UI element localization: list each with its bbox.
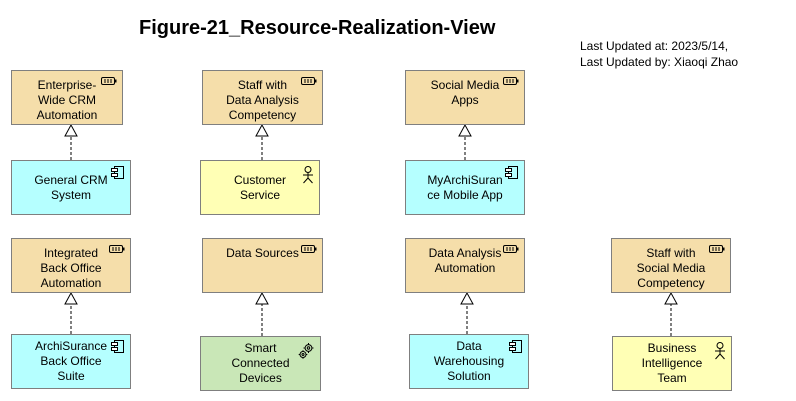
capability-node[interactable]: Integrated Back Office Automation	[11, 238, 131, 293]
node-label: Smart Connected Devices	[231, 341, 290, 385]
last-updated-date: Last Updated at: 2023/5/14,	[580, 39, 729, 53]
component-icon	[111, 166, 124, 179]
gear-icon	[298, 343, 314, 359]
node-label: Enterprise- Wide CRM Automation	[36, 78, 98, 122]
capability-icon	[101, 77, 117, 85]
capability-icon	[709, 245, 725, 253]
node-label: Integrated Back Office Automation	[40, 246, 102, 290]
capability-node[interactable]: Staff with Social Media Competency	[611, 238, 731, 293]
business-role-node[interactable]: Customer Service	[200, 160, 320, 215]
node-label: Customer Service	[233, 172, 286, 202]
application-component-node[interactable]: General CRM System	[11, 160, 131, 215]
realization-n6-n3[interactable]	[458, 123, 472, 160]
realization-n11-n7[interactable]	[64, 291, 78, 334]
component-icon	[509, 340, 522, 353]
business-role-node[interactable]: Business Intelligence Team	[612, 336, 732, 391]
technology-system-node[interactable]: Smart Connected Devices	[200, 336, 321, 391]
actor-icon	[715, 342, 725, 360]
last-updated-author: Last Updated by: Xiaoqi Zhao	[580, 55, 739, 69]
capability-node[interactable]: Data Analysis Automation	[405, 238, 525, 293]
capability-icon	[503, 245, 519, 253]
node-label: Social Media Apps	[430, 78, 500, 107]
node-label: General CRM System	[34, 172, 108, 202]
component-icon	[505, 166, 518, 179]
node-label: Business Intelligence Team	[641, 341, 703, 385]
node-label: Data Analysis Automation	[428, 246, 502, 275]
node-label: Staff with Data Analysis Competency	[226, 78, 299, 122]
capability-icon	[301, 77, 317, 85]
node-label: Staff with Social Media Competency	[636, 246, 706, 290]
realization-n12-n8[interactable]	[255, 291, 269, 336]
node-label: ArchiSurance Back Office Suite	[34, 339, 108, 383]
realization-n4-n1[interactable]	[64, 123, 78, 160]
node-label: Data Warehousing Solution	[433, 339, 505, 383]
capability-node[interactable]: Staff with Data Analysis Competency	[202, 70, 323, 125]
capability-icon	[109, 245, 125, 253]
capability-node[interactable]: Social Media Apps	[405, 70, 525, 125]
application-component-node[interactable]: Data Warehousing Solution	[409, 334, 529, 389]
capability-icon	[301, 245, 317, 253]
realization-n13-n9[interactable]	[460, 291, 474, 334]
realization-n14-n10[interactable]	[664, 291, 678, 336]
application-component-node[interactable]: ArchiSurance Back Office Suite	[11, 334, 131, 389]
component-icon	[111, 340, 124, 353]
capability-node[interactable]: Enterprise- Wide CRM Automation	[11, 70, 123, 125]
capability-icon	[503, 77, 519, 85]
capability-node[interactable]: Data Sources	[202, 238, 323, 293]
actor-icon	[303, 166, 313, 184]
application-component-node[interactable]: MyArchiSuran ce Mobile App	[405, 160, 525, 215]
node-label: Data Sources	[226, 246, 299, 260]
realization-n5-n2[interactable]	[255, 123, 269, 160]
node-label: MyArchiSuran ce Mobile App	[427, 172, 503, 202]
diagram-title: Figure-21_Resource-Realization-View	[139, 17, 496, 39]
